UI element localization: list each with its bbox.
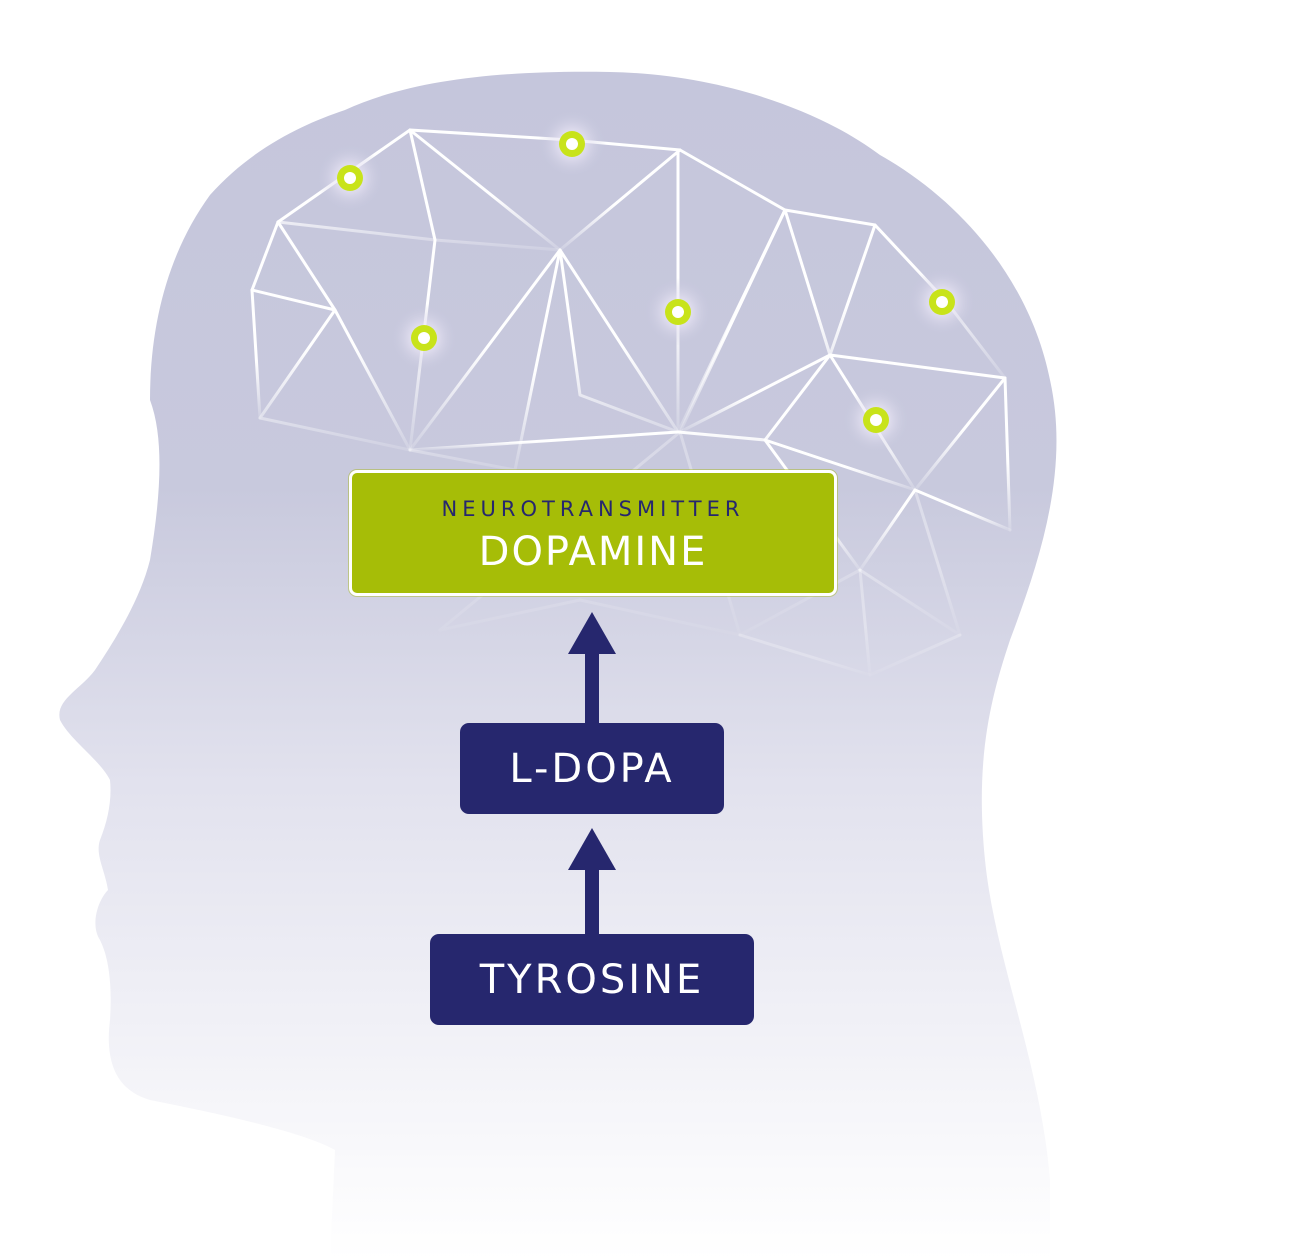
network-node	[842, 386, 910, 454]
dopamine-subtitle: NEUROTRANSMITTER	[441, 497, 745, 521]
network-node	[538, 110, 606, 178]
arrow-tyrosine-to-ldopa	[568, 828, 616, 936]
network-node	[390, 304, 458, 372]
arrow-ldopa-to-dopamine	[568, 612, 616, 726]
l-dopa-node: L-DOPA	[460, 723, 724, 814]
dopamine-node: NEUROTRANSMITTER DOPAMINE	[349, 470, 837, 596]
network-node	[644, 278, 712, 346]
network-node	[908, 268, 976, 336]
network-node	[316, 144, 384, 212]
l-dopa-label: L-DOPA	[509, 745, 675, 792]
tyrosine-node: TYROSINE	[430, 934, 754, 1025]
tyrosine-label: TYROSINE	[479, 956, 705, 1003]
head-silhouette	[59, 71, 1057, 1260]
network-nodes	[316, 110, 976, 454]
dopamine-label: DOPAMINE	[478, 529, 708, 575]
